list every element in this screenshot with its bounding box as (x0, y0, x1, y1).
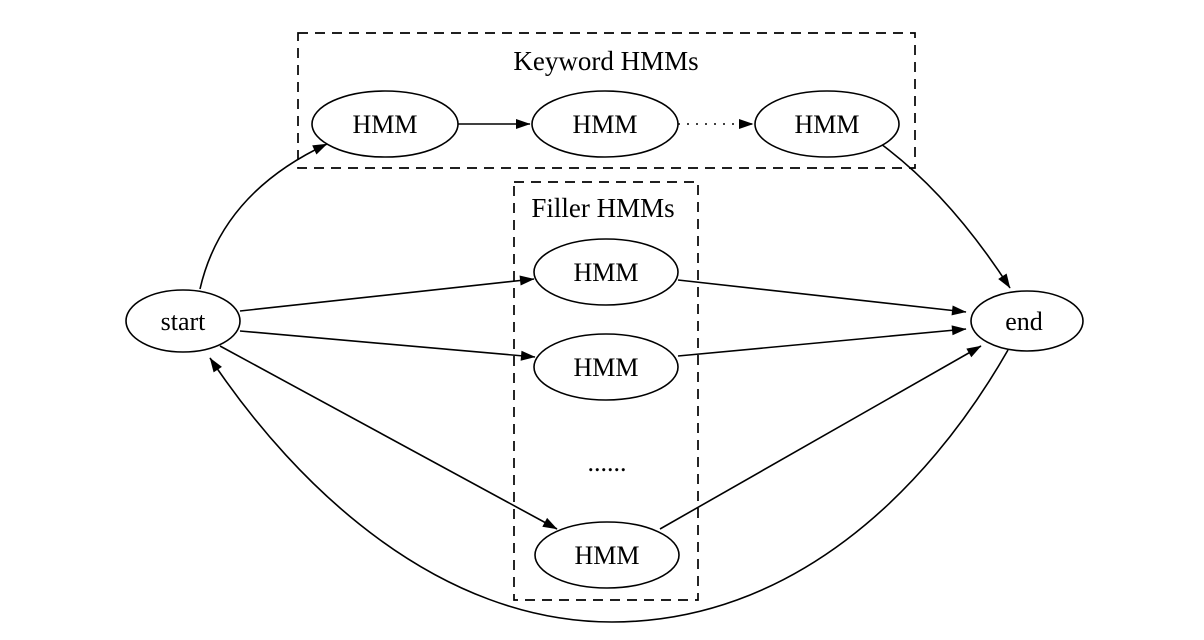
edge-filler-hmm-3-to-end (659, 345, 982, 530)
filler-hmm-2-label: HMM (573, 353, 638, 382)
keyword-hmms-group: Keyword HMMs (297, 32, 916, 169)
keyword-hmm-1-label: HMM (352, 110, 417, 139)
keyword-hmm-2-shape (531, 90, 679, 158)
filler-hmms-group: Filler HMMs (513, 181, 699, 601)
start-node: start (125, 289, 241, 353)
keyword-hmm-3-shape (754, 90, 900, 158)
start-node-label: start (161, 307, 207, 336)
filler-hmms-group-box (513, 181, 699, 601)
keyword-hmm-3-label: HMM (794, 110, 859, 139)
filler-hmm-1-node: HMM (533, 238, 679, 306)
end-node: end (970, 290, 1084, 352)
keyword-hmm-2-label: HMM (572, 110, 637, 139)
filler-hmm-1-shape (533, 238, 679, 306)
keyword-hmms-group-box (297, 32, 916, 169)
filler-hmm-2-node: HMM (533, 333, 679, 401)
edge-start-to-filler-hmm-2 (239, 330, 536, 361)
keyword-hmms-group-label: Keyword HMMs (513, 46, 698, 76)
keyword-hmm-1-shape (311, 90, 459, 158)
filler-ellipsis-label: ...... (588, 448, 627, 477)
filler-hmm-1-label: HMM (573, 258, 638, 287)
start-node-shape (125, 289, 241, 353)
filler-hmm-2-shape (533, 333, 679, 401)
end-node-label: end (1005, 307, 1043, 336)
filler-hmm-3-label: HMM (574, 541, 639, 570)
keyword-hmm-2-node: HMM (531, 90, 679, 158)
end-node-shape (970, 290, 1084, 352)
edge-keyword-hmm-3-to-end (880, 143, 1011, 289)
edge-start-to-filler-hmm-3 (219, 345, 558, 530)
filler-hmms-group-label: Filler HMMs (531, 193, 674, 223)
keyword-hmm-3-node: HMM (754, 90, 900, 158)
edge-filler-hmm-1-to-end (677, 279, 967, 316)
edge-end-to-start (209, 349, 1009, 623)
filler-hmm-3-shape (534, 521, 680, 589)
filler-hmm-3-node: HMM (534, 521, 680, 589)
keyword-hmm-1-node: HMM (311, 90, 459, 158)
edge-filler-hmm-2-to-end (677, 325, 967, 357)
edge-start-to-filler-hmm-1 (239, 275, 535, 312)
edge-start-to-keyword-hmm-1 (199, 143, 328, 290)
